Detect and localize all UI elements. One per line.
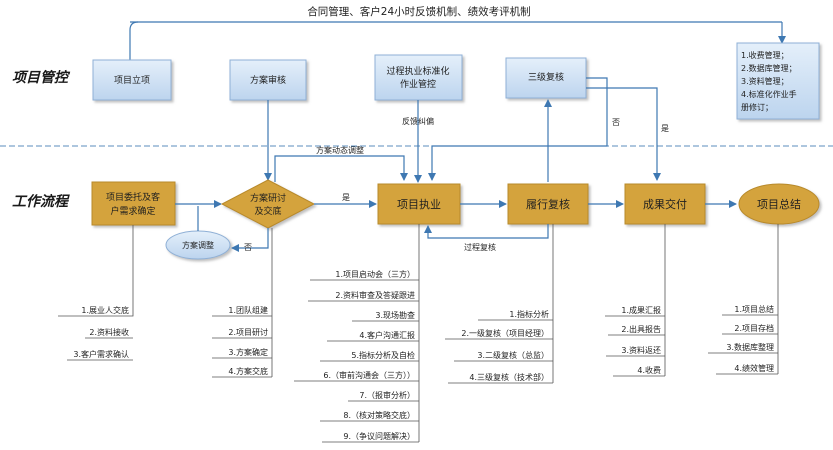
discuss-line2: 及交底 xyxy=(254,205,281,217)
execute-item-9: 9.（争议问题解决） xyxy=(343,431,415,441)
lane-label-workflow: 工作流程 xyxy=(12,193,70,210)
box-plan-review-label: 方案审核 xyxy=(250,74,286,86)
list-entrust: 1.展业人交底 2.资料接收 3.客户需求确认 xyxy=(58,225,134,361)
summary-item-3: 3.数据库整理 xyxy=(726,342,774,352)
list-review: 1.指标分析 2.一级复核（项目经理） 3.二级复核（总监） 4.三级复核（技术… xyxy=(445,224,554,384)
box-process-standardization: 过程执业标准化 作业管控 xyxy=(374,54,463,101)
banner-text: 合同管理、客户24小时反馈机制、绩效考评机制 xyxy=(307,5,530,18)
arrow-dynamic-adjust xyxy=(274,155,408,182)
summary-label: 项目总结 xyxy=(757,197,801,211)
label-dynamic-adjust: 方案动态调整 xyxy=(316,145,364,155)
label-yes-2: 是 xyxy=(661,124,669,133)
arrow-process-review xyxy=(424,224,549,239)
deliver-item-1: 1.成果汇报 xyxy=(621,305,661,315)
deliver-item-2: 2.出具报告 xyxy=(621,324,661,334)
mgmt-item-2: 2.数据库管理； xyxy=(741,63,797,73)
review-item-3: 3.二级复核（总监） xyxy=(477,350,549,360)
label-yes-1: 是 xyxy=(342,193,350,202)
box-plan-review: 方案审核 xyxy=(229,59,307,101)
discuss-line1: 方案研讨 xyxy=(250,192,286,204)
summary-item-4: 4.绩效管理 xyxy=(734,363,774,373)
execute-item-1: 1.项目启动会（三方） xyxy=(335,269,415,279)
entrust-item-1: 1.展业人交底 xyxy=(81,305,129,315)
box-deliver-results: 成果交付 xyxy=(624,183,706,225)
list-deliver: 1.成果汇报 2.出具报告 3.资料返还 4.收费 xyxy=(605,224,666,377)
banner-left-hook xyxy=(129,21,139,60)
ellipse-project-summary: 项目总结 xyxy=(738,183,820,225)
deliver-label: 成果交付 xyxy=(643,197,687,211)
adjust-label: 方案调整 xyxy=(182,240,214,250)
list-execute: 1.项目启动会（三方） 2.资料审查及答疑跟进 3.现场勘查 4.客户沟通汇报 … xyxy=(294,224,420,443)
review-item-4: 4.三级复核（技术部） xyxy=(469,372,549,382)
execute-item-5: 5.指标分析及自检 xyxy=(351,350,415,360)
execute-label: 项目执业 xyxy=(397,197,441,211)
discuss-item-2: 2.项目研讨 xyxy=(228,327,268,337)
box-initiation-label: 项目立项 xyxy=(114,74,150,86)
discuss-item-1: 1.团队组建 xyxy=(228,305,268,315)
entrust-item-3: 3.客户需求确认 xyxy=(73,349,129,359)
diamond-plan-discussion: 方案研讨 及交底 xyxy=(220,179,316,229)
review-label: 履行复核 xyxy=(526,197,570,211)
execute-item-3: 3.现场勘查 xyxy=(375,310,415,320)
box-perform-review: 履行复核 xyxy=(507,183,589,225)
execute-item-8: 8.（核对策略交底） xyxy=(343,410,415,420)
execute-item-7: 7.（报审分析） xyxy=(359,390,415,400)
box-three-level-review: 三级复核 xyxy=(505,57,587,99)
execute-item-4: 4.客户沟通汇报 xyxy=(359,330,415,340)
list-summary: 1.项目总结 2.项目存档 3.数据库整理 4.绩效管理 xyxy=(708,224,779,375)
mgmt-item-5: 册修订； xyxy=(741,102,773,112)
deliver-item-3: 3.资料返还 xyxy=(621,345,661,355)
discuss-item-3: 3.方案确定 xyxy=(228,347,268,357)
summary-item-2: 2.项目存档 xyxy=(734,323,774,333)
summary-item-1: 1.项目总结 xyxy=(734,304,774,314)
label-no-2: 否 xyxy=(612,118,620,127)
mgmt-item-4: 4.标准化作业手 xyxy=(741,89,797,99)
label-feedback: 反馈纠偏 xyxy=(402,116,434,126)
mgmt-item-1: 1.收费管理； xyxy=(741,50,789,60)
arrow-yes-to-deliver xyxy=(586,87,661,181)
box-project-execution: 项目执业 xyxy=(377,183,461,225)
execute-item-6: 6.（审前沟通会（三方）） xyxy=(323,370,415,380)
list-discuss: 1.团队组建 2.项目研讨 3.方案确定 4.方案交底 xyxy=(212,228,273,378)
review-item-1: 1.指标分析 xyxy=(509,309,549,319)
entrust-line1: 项目委托及客 xyxy=(106,191,160,203)
box-entrust-requirements: 项目委托及客 户需求确定 xyxy=(91,181,176,226)
discuss-item-4: 4.方案交底 xyxy=(228,366,268,376)
box-management-list: 1.收费管理； 2.数据库管理； 3.资料管理； 4.标准化作业手 册修订； xyxy=(736,42,820,120)
entrust-item-2: 2.资料接收 xyxy=(89,327,129,337)
deliver-item-4: 4.收费 xyxy=(637,365,661,375)
mgmt-item-3: 3.资料管理； xyxy=(741,76,789,86)
label-no-1: 否 xyxy=(244,243,252,252)
review-item-2: 2.一级复核（项目经理） xyxy=(461,328,549,338)
box-process-std-line1: 过程执业标准化 xyxy=(386,65,449,77)
box-project-initiation: 项目立项 xyxy=(92,59,172,101)
entrust-line2: 户需求确定 xyxy=(110,205,155,217)
box-process-std-line2: 作业管控 xyxy=(400,78,436,90)
arrow-no-back-to-execute xyxy=(428,77,608,181)
execute-item-2: 2.资料审查及答疑跟进 xyxy=(335,290,415,300)
lane-label-control: 项目管控 xyxy=(12,69,71,86)
label-process-review: 过程复核 xyxy=(464,242,496,252)
arrow-no-to-adjust xyxy=(231,228,269,252)
box-three-level-label: 三级复核 xyxy=(528,71,564,83)
